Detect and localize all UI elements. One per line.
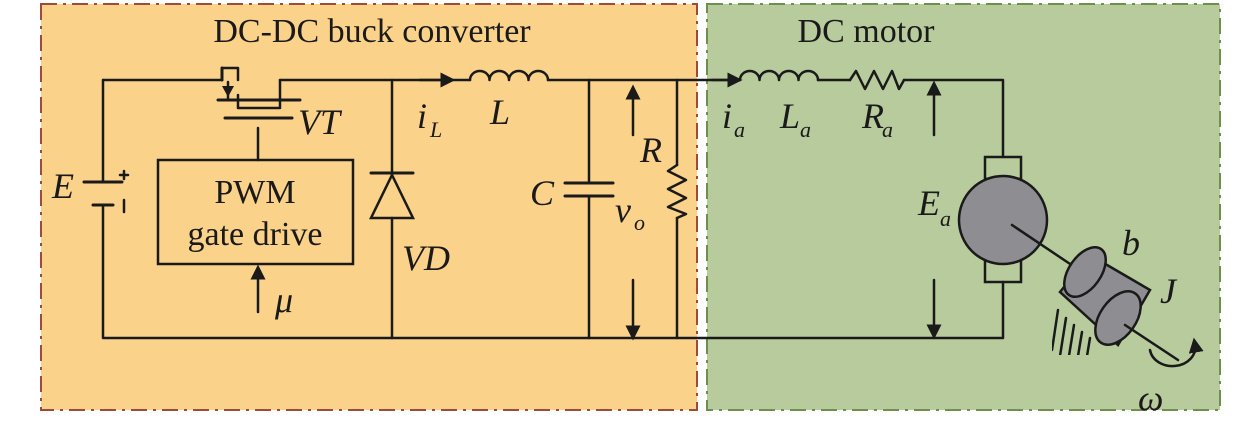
armature-current-label: i [722,96,732,136]
inductor-current-label: i [417,96,427,136]
converter-region [40,3,698,411]
gate-drive-line1: PWM [214,174,295,211]
friction-label: b [1122,223,1140,263]
dc-motor-icon [957,155,1084,284]
inductor-label: L [489,92,510,132]
armature-current-sub: a [734,117,745,142]
gate-drive-line2: gate drive [188,216,323,253]
resistor-label: R [639,130,662,170]
output-voltage-label: v [615,190,631,230]
diode-icon [368,171,416,220]
switch-label: VT [298,102,343,142]
armature-resistor-icon [848,69,906,91]
source-label: E [51,166,74,206]
inductor-icon [468,69,550,82]
wiring [101,66,1005,340]
capacitor-label: C [530,173,555,213]
inertia-label: J [1160,271,1178,311]
back-emf-label: E [917,183,940,223]
diode-label: VD [402,238,450,278]
armature-resistance-label: R [861,96,884,136]
armature-inductance-label: L [779,96,800,136]
mosfet-icon [216,66,302,120]
load-inertia-icon [1052,246,1180,362]
motor-title: DC motor [798,13,936,50]
duty-label: μ [274,280,293,320]
capacitor-icon [563,181,615,198]
armature-inductance-sub: a [800,117,811,142]
pwm-gate-drive-block [156,158,355,266]
armature-resistance-sub: a [882,117,893,142]
resistor-icon [666,163,688,220]
inductor-current-sub: L [429,117,442,142]
rotation-arrow-icon [1148,337,1204,368]
speed-label: ω [1138,378,1163,418]
back-emf-sub: a [940,206,951,231]
output-voltage-sub: o [634,210,645,235]
converter-title: DC-DC buck converter [213,13,531,50]
armature-inductor-icon [738,69,820,82]
battery-icon [82,169,130,214]
